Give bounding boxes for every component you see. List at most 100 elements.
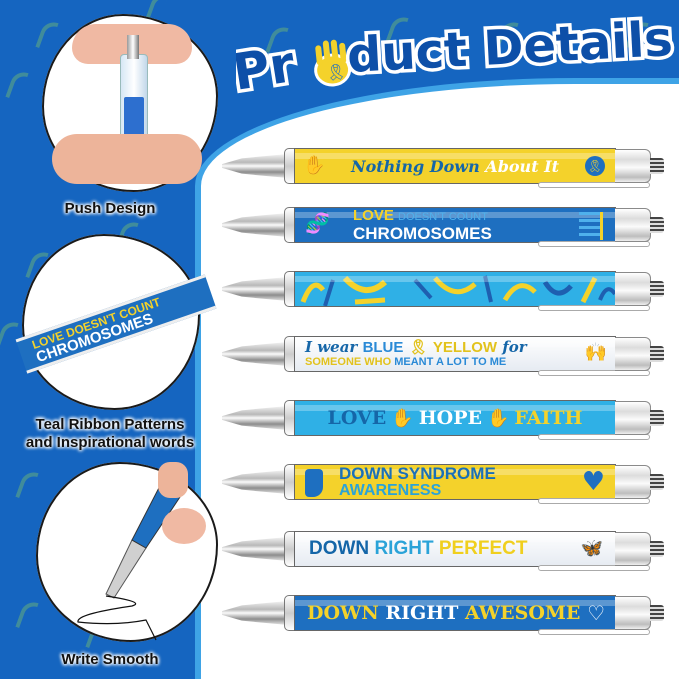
pen-cap [615, 272, 651, 306]
blue-handprint-icon: ✋ [486, 407, 510, 429]
pen-click-button [650, 474, 664, 490]
pen-text-yellow: YELLOW [432, 339, 498, 356]
pen-text-part1: Nothing Down [350, 156, 480, 176]
pen-barrel [294, 271, 616, 307]
pen-clip [538, 370, 650, 376]
pen-click-button [650, 410, 664, 426]
pen-clip [538, 498, 650, 504]
pen-down-right-perfect: DOWN RIGHT PERFECT 🦋 [222, 528, 670, 571]
page-title: Pr 🎗 duct Details [225, 6, 677, 106]
pen-text-blue: BLUE [362, 339, 404, 356]
pen-text-love: LOVE [353, 207, 394, 224]
pen-cap [615, 149, 651, 183]
pen-tip [222, 277, 288, 301]
ribbon-icon: 🎗 [408, 338, 428, 356]
pen-text-i-wear: I wear [305, 338, 358, 356]
pen-tip [222, 470, 288, 494]
pen-text-down-syndrome: DOWN SYNDROME [339, 464, 496, 483]
pen-barrel: 🧬 LOVE DOESN'T COUNT CHROMOSOMES [294, 207, 616, 243]
svg-text:🎗: 🎗 [325, 62, 347, 83]
ribbon-balloon-icon: 🎗 [585, 156, 605, 176]
pen-click-button [650, 541, 664, 557]
pen-clip [538, 241, 650, 247]
thumb [52, 134, 202, 184]
dna-icon: 🧬 [305, 211, 330, 235]
pen-text-hope: HOPE [418, 407, 482, 429]
pen-text-for: for [502, 338, 527, 356]
pen-click-button [650, 346, 664, 362]
pen-clip [538, 305, 650, 311]
pen-click-button [650, 158, 664, 174]
pen-nothing-down-about-it: ✋ Nothing Down About It 🎗 [222, 145, 670, 188]
ribbon-patterns-label: Teal Ribbon Patterns and Inspirational w… [0, 416, 220, 452]
pen-click-button [650, 281, 664, 297]
pen-love-doesnt-count-chromosomes: 🧬 LOVE DOESN'T COUNT CHROMOSOMES [222, 204, 670, 247]
product-details-title: Pr 🎗 duct Details [225, 8, 677, 106]
pen-cap [615, 532, 651, 566]
pen-cap [615, 208, 651, 242]
pen-clip [538, 434, 650, 440]
socks-icon [305, 469, 323, 497]
pen-text-right: RIGHT [385, 602, 459, 624]
pen-click-button [650, 217, 664, 233]
label-line2: and Inspirational words [25, 434, 195, 451]
pen-text-chromosomes: CHROMOSOMES [353, 224, 492, 243]
push-design-image [42, 14, 218, 192]
pen-text-doesnt-count: DOESN'T COUNT [398, 211, 488, 223]
pen-tip [222, 213, 288, 237]
butterfly-icon: 🦋 [580, 538, 603, 559]
svg-text:Pr: Pr [236, 35, 299, 98]
pen-text-someone-who: SOMEONE WHO [305, 356, 392, 368]
svg-text:duct Details: duct Details [346, 11, 674, 84]
pen-clip [538, 182, 650, 188]
pen-click-button [650, 605, 664, 621]
pen-ribbon-pattern [222, 268, 670, 311]
ruler-icon [579, 212, 603, 240]
ribbon-patterns-image: LOVE DOESN'T COUNT CHROMOSOMES [15, 234, 217, 410]
pen-clip [538, 629, 650, 635]
pen-cap [615, 401, 651, 435]
ribbon-pattern-icon [300, 275, 615, 306]
handprint-icon: ✋ [303, 155, 326, 176]
pen-closeup: LOVE DOESN'T COUNT CHROMOSOMES [15, 274, 217, 374]
pen-barrel: I wear BLUE 🎗 YELLOW for SOMEONE WHO MEA… [294, 336, 616, 372]
feature-write-smooth: Write Smooth [0, 450, 230, 679]
pen-barrel: DOWN RIGHT AWESOME ♡ [294, 595, 616, 631]
yellow-handprint-icon: 🎗 [314, 39, 352, 87]
pen-tip [222, 342, 288, 366]
pen-barrel: DOWN SYNDROME AWARENESS ♥ [294, 464, 616, 500]
write-smooth-image [36, 462, 218, 642]
heart-hands-icon: ♥ [581, 467, 605, 497]
pen-barrel: LOVE ✋ HOPE ✋ FAITH [294, 400, 616, 436]
push-design-label: Push Design [64, 200, 156, 217]
write-smooth-label: Write Smooth [61, 651, 159, 668]
pen-barrel: DOWN RIGHT PERFECT 🦋 [294, 531, 616, 567]
pen-tip [222, 154, 288, 178]
pen-text-down: DOWN [307, 602, 379, 624]
pen-text-perfect: PERFECT [438, 538, 528, 559]
pen-text-down: DOWN [309, 538, 370, 559]
pen-text-faith: FAITH [514, 407, 583, 429]
pen-i-wear-blue-yellow: I wear BLUE 🎗 YELLOW for SOMEONE WHO MEA… [222, 333, 670, 376]
yellow-handprint-icon: ✋ [391, 407, 414, 429]
pen-barrel: ✋ Nothing Down About It 🎗 [294, 148, 616, 184]
pen-down-right-awesome: DOWN RIGHT AWESOME ♡ [222, 592, 670, 635]
pen-cap [615, 465, 651, 499]
pen-text-meant-a-lot: MEANT A LOT TO ME [394, 356, 507, 368]
label-line1: Teal Ribbon Patterns [35, 416, 185, 433]
pen-down-syndrome-awareness: DOWN SYNDROME AWARENESS ♥ [222, 461, 670, 504]
writing-pen-illustration [77, 462, 206, 641]
pen-text-awareness: AWARENESS [339, 482, 442, 499]
feature-push-design: Push Design [0, 0, 230, 230]
pen-tip [222, 601, 288, 625]
feature-ribbon-patterns: LOVE DOESN'T COUNT CHROMOSOMES Teal Ribb… [0, 230, 230, 460]
pen-tip [222, 537, 288, 561]
pen-text-awesome: AWESOME [464, 602, 581, 624]
pen-text-part2: About It [485, 156, 560, 176]
pen-love-hope-faith: LOVE ✋ HOPE ✋ FAITH [222, 397, 670, 440]
pen-tip [222, 406, 288, 430]
pen-cap [615, 596, 651, 630]
pen-text-love: LOVE [327, 407, 387, 429]
raised-hands-icon: 🙌 [584, 342, 607, 363]
pen-text-right: RIGHT [374, 538, 434, 559]
